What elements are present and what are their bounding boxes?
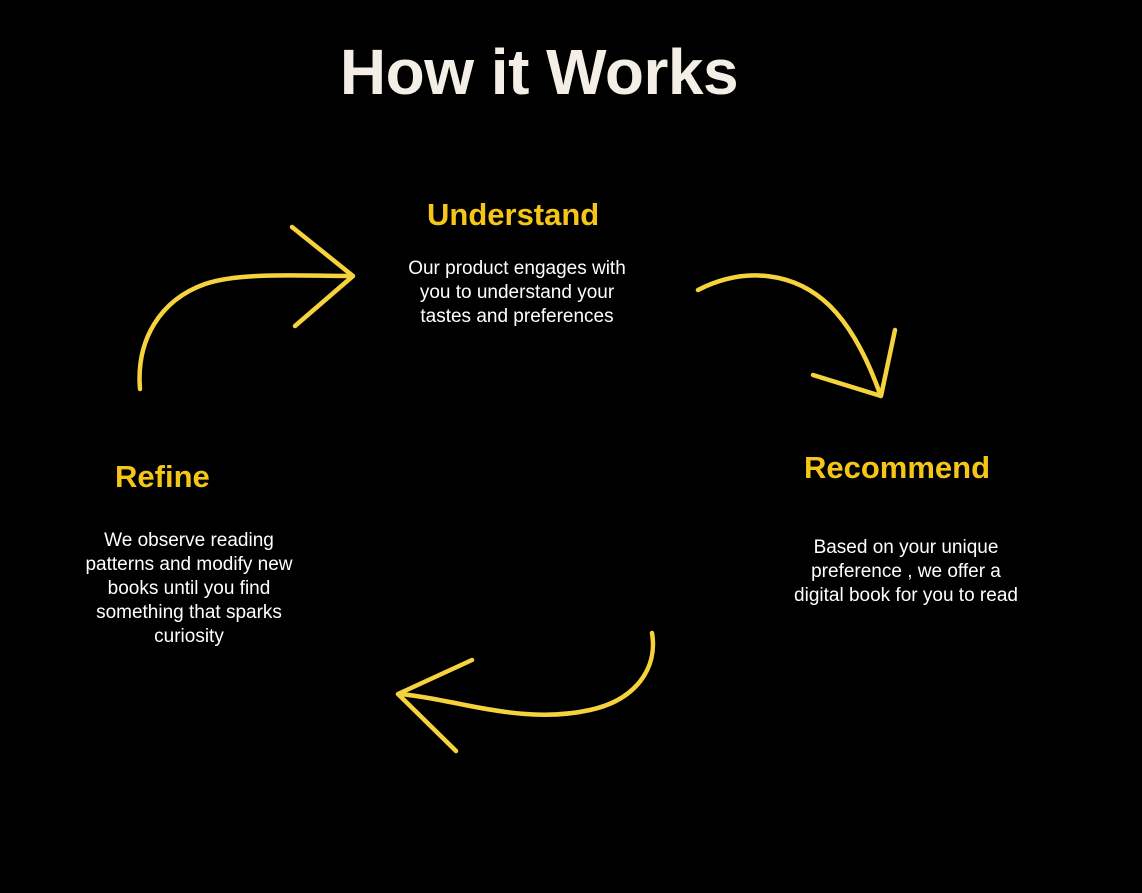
step-description-recommend: Based on your unique preference , we off… <box>794 537 1018 606</box>
step-heading-understand: Understand <box>427 197 600 232</box>
arrow-refine-to-understand-icon <box>137 224 356 392</box>
step-heading-refine: Refine <box>115 459 210 494</box>
arrow-recommend-to-refine-icon <box>395 630 656 754</box>
page-title: How it Works <box>339 36 739 108</box>
step-heading-recommend: Recommend <box>804 450 991 485</box>
step-description-understand: Our product engages with you to understa… <box>408 258 626 327</box>
arrow-understand-to-recommend-icon <box>695 273 898 399</box>
step-description-refine: We observe reading patterns and modify n… <box>85 530 293 647</box>
